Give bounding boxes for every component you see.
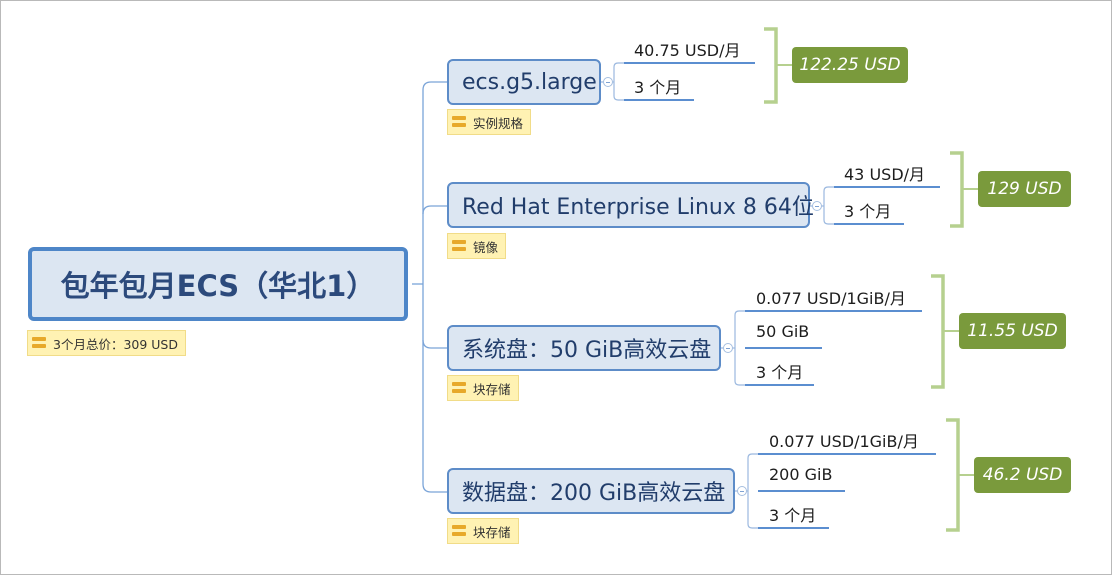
subtopic-capacity[interactable]: 50 GiB <box>756 322 810 341</box>
total-badge[interactable]: 129 USD <box>978 171 1071 207</box>
branch-data-disk[interactable]: 数据盘：200 GiB高效云盘 <box>447 468 735 514</box>
collapse-toggle-icon[interactable] <box>723 343 733 353</box>
branch-note-text: 块存储 <box>473 381 511 397</box>
branch-image-note[interactable]: 镜像 <box>447 233 507 259</box>
branch-image-label: Red Hat Enterprise Linux 8 64位 <box>462 195 814 220</box>
subtopic-duration[interactable]: 3 个月 <box>769 506 817 525</box>
branch-system-disk-label: 系统盘：50 GiB高效云盘 <box>462 338 712 363</box>
root-topic[interactable]: 包年包月ECS（华北1） <box>28 247 408 321</box>
subtopic-duration[interactable]: 3 个月 <box>756 363 804 382</box>
note-icon <box>452 382 466 394</box>
branch-instance-type-note[interactable]: 实例规格 <box>447 109 532 135</box>
note-icon <box>452 116 466 128</box>
total-badge[interactable]: 122.25 USD <box>792 47 908 83</box>
branch-note-text: 镜像 <box>473 239 499 255</box>
collapse-toggle-icon[interactable] <box>812 201 822 211</box>
total-badge[interactable]: 46.2 USD <box>974 457 1071 493</box>
collapse-toggle-icon[interactable] <box>603 77 613 87</box>
note-icon <box>452 240 466 252</box>
subtopic-duration[interactable]: 3 个月 <box>634 78 682 97</box>
subtopic-capacity[interactable]: 200 GiB <box>769 465 833 484</box>
note-icon <box>452 525 466 537</box>
branch-image[interactable]: Red Hat Enterprise Linux 8 64位 <box>447 182 814 228</box>
subtopic-duration[interactable]: 3 个月 <box>844 202 892 221</box>
branch-note-text: 块存储 <box>473 524 511 540</box>
note-icon <box>32 337 46 349</box>
subtopic-price[interactable]: 43 USD/月 <box>844 165 926 184</box>
root-note-text: 3个月总价：309 USD <box>53 336 178 352</box>
branch-system-disk[interactable]: 系统盘：50 GiB高效云盘 <box>447 325 721 371</box>
branch-instance-type[interactable]: ecs.g5.large <box>447 59 601 105</box>
branch-system-disk-note[interactable]: 块存储 <box>447 375 519 401</box>
subtopic-unit-price[interactable]: 0.077 USD/1GiB/月 <box>756 289 906 308</box>
root-topic-label: 包年包月ECS（华北1） <box>60 269 376 303</box>
branch-note-text: 实例规格 <box>473 115 524 131</box>
branch-instance-type-label: ecs.g5.large <box>462 69 597 95</box>
branch-data-disk-label: 数据盘：200 GiB高效云盘 <box>462 481 726 506</box>
subtopic-unit-price[interactable]: 0.077 USD/1GiB/月 <box>769 432 919 451</box>
total-badge[interactable]: 11.55 USD <box>959 313 1066 349</box>
subtopic-price[interactable]: 40.75 USD/月 <box>634 41 741 60</box>
root-note[interactable]: 3个月总价：309 USD <box>27 330 186 356</box>
collapse-toggle-icon[interactable] <box>737 486 747 496</box>
branch-data-disk-note[interactable]: 块存储 <box>447 518 519 544</box>
